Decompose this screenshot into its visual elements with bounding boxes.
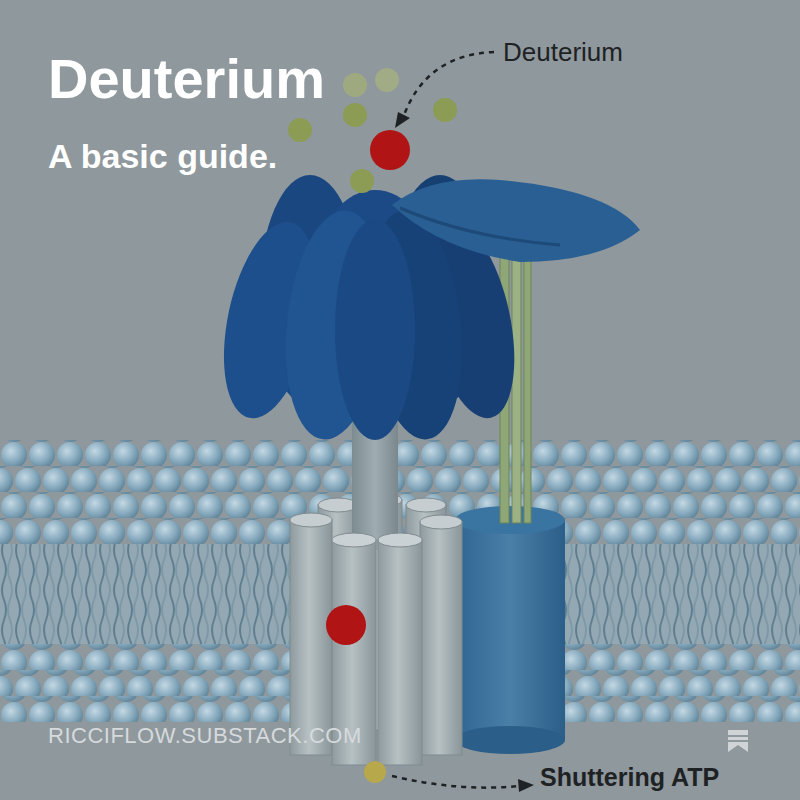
callout-label: Deuterium (503, 38, 623, 67)
page-title: Deuterium (48, 48, 325, 110)
subtitle: A basic guide. (48, 138, 277, 175)
watermark: RICCIFLOW.SUBSTACK.COM (48, 724, 362, 748)
callout-label: Shuttering ATP (540, 764, 719, 792)
